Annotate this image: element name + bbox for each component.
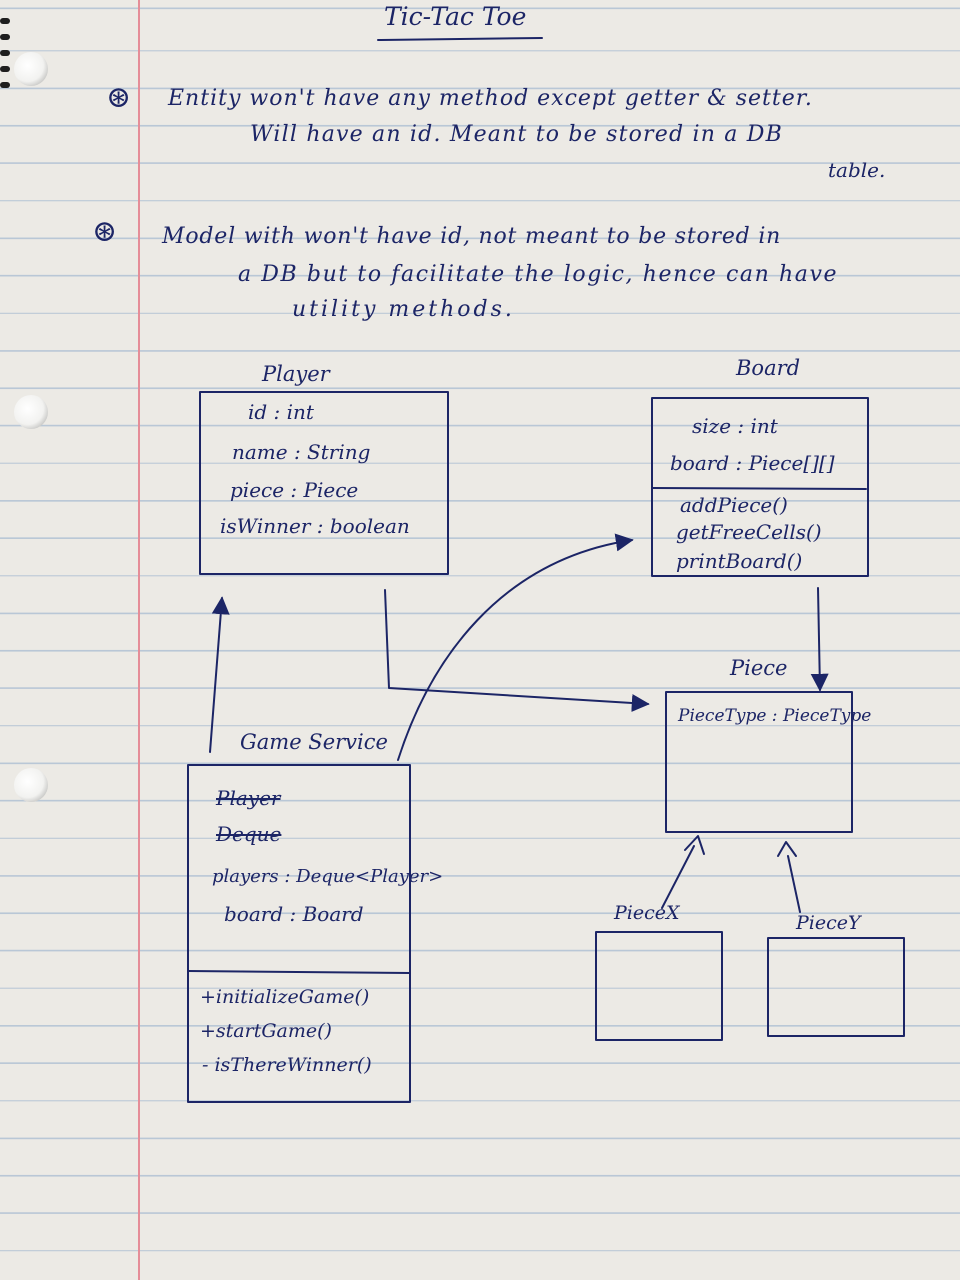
gameservice-to-player-arrow <box>209 596 230 753</box>
note-line: a DB but to facilitate the logic, hence … <box>238 262 839 287</box>
spiral-binding <box>0 66 10 72</box>
board-class-name: Board <box>736 356 801 380</box>
note-line: Entity won't have any method except gett… <box>168 86 813 111</box>
spiral-binding <box>0 82 10 88</box>
game-service-struck-field: Deque <box>216 822 282 846</box>
title-underline <box>377 37 543 41</box>
player-to-piece-arrow <box>384 589 650 712</box>
note-bullet: ⊛ <box>106 80 132 115</box>
note-bullet: ⊛ <box>92 214 118 249</box>
piecey-inheritance-head <box>777 841 797 857</box>
board-field: board : Piece[][] <box>670 451 835 475</box>
board-method: addPiece() <box>680 493 788 517</box>
player-box <box>199 391 449 575</box>
player-field: isWinner : boolean <box>220 514 410 538</box>
player-field: piece : Piece <box>230 478 359 502</box>
spiral-binding <box>0 18 10 24</box>
spiral-binding <box>0 34 10 40</box>
piece-box <box>665 691 853 833</box>
piecex-to-piece-line <box>661 845 695 909</box>
piece-y-class-name: PieceY <box>796 912 861 934</box>
piece-field: PieceType : PieceType <box>678 706 872 726</box>
note-line: Will have an id. Meant to be stored in a… <box>250 122 783 147</box>
note-line: utility methods. <box>292 297 515 322</box>
spiral-binding <box>0 50 10 56</box>
margin-line <box>138 0 140 1280</box>
piecex-inheritance-head <box>684 835 705 855</box>
player-class-name: Player <box>262 362 330 386</box>
page-title: Tic-Tac Toe <box>384 2 527 31</box>
punch-hole <box>14 52 48 86</box>
board-divider <box>651 487 867 490</box>
piece-class-name: Piece <box>730 656 788 680</box>
game-service-field: players : Deque<Player> <box>212 866 444 887</box>
piece-x-box <box>595 931 723 1041</box>
player-field: id : int <box>248 400 314 424</box>
game-service-method: +startGame() <box>200 1020 332 1042</box>
punch-hole <box>14 768 48 802</box>
game-service-divider <box>187 970 411 974</box>
piece-y-box <box>767 937 905 1037</box>
board-field: size : int <box>692 414 778 438</box>
game-service-class-name: Game Service <box>240 730 388 754</box>
note-line: table. <box>828 158 886 182</box>
board-method: getFreeCells() <box>676 520 822 544</box>
game-service-box <box>187 764 411 1103</box>
gameservice-to-board-arrow <box>397 533 634 761</box>
piece-x-class-name: PieceX <box>614 902 680 924</box>
player-field: name : String <box>232 440 371 464</box>
game-service-method: +initializeGame() <box>200 986 370 1008</box>
note-line: Model with won't have id, not meant to b… <box>162 224 782 249</box>
punch-hole <box>14 395 48 429</box>
board-to-piece-arrow <box>810 587 829 692</box>
board-method: printBoard() <box>676 549 803 573</box>
game-service-struck-field: Player <box>216 786 281 810</box>
game-service-method: - isThereWinner() <box>202 1054 372 1076</box>
piecey-to-piece-line <box>787 855 801 913</box>
game-service-field: board : Board <box>224 902 364 926</box>
